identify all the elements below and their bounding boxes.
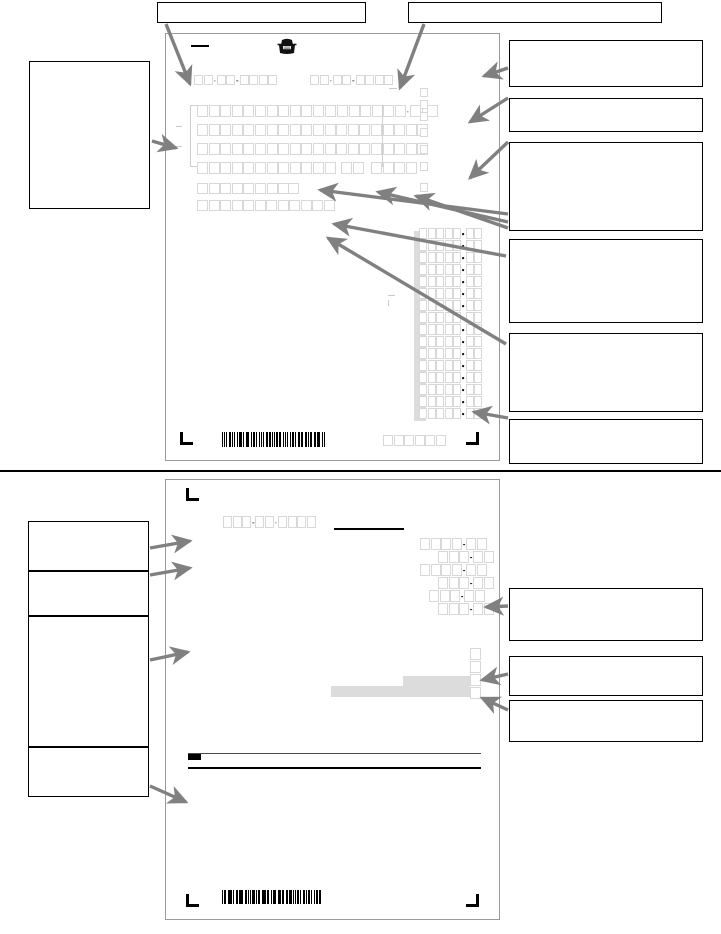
signature-line-lower — [188, 767, 481, 769]
registration-mark-bottom-left-p2 — [186, 894, 199, 907]
registration-mark-bottom-left-p1 — [180, 432, 193, 445]
checkbox-column-1[interactable] — [420, 88, 429, 97]
page-2-sheet — [165, 479, 500, 920]
field-group-bracket — [190, 105, 198, 167]
total-bar-lower — [331, 686, 470, 697]
callout-top-left[interactable] — [157, 2, 366, 23]
registration-mark-bottom-right-p2 — [466, 894, 479, 907]
callout-right-p1-1[interactable] — [509, 40, 703, 87]
amount-row[interactable] — [419, 288, 483, 299]
amount-grid-row[interactable] — [420, 564, 487, 576]
callout-right-p1-4[interactable] — [509, 239, 703, 323]
total-bar-upper — [403, 676, 470, 686]
field-row-date-b[interactable] — [310, 75, 394, 85]
amount-row[interactable] — [419, 324, 483, 335]
callout-right-p1-3[interactable] — [509, 142, 703, 231]
field-row-date-a[interactable] — [194, 75, 278, 85]
page-divider — [0, 470, 721, 472]
callout-right-p1-6[interactable] — [509, 419, 703, 464]
callout-right-p1-2[interactable] — [509, 98, 703, 132]
checkbox-column-6[interactable] — [420, 162, 429, 171]
amount-row[interactable] — [419, 384, 483, 395]
amount-row[interactable] — [419, 228, 483, 239]
amount-column[interactable] — [419, 228, 483, 419]
registration-mark-bottom-right-p1 — [466, 432, 479, 445]
left-tick-2 — [176, 146, 182, 147]
field-row-address-1[interactable] — [197, 124, 429, 136]
callout-right-p1-5[interactable] — [509, 333, 703, 412]
checkbox-column-3[interactable] — [420, 112, 429, 121]
body-tick-1 — [388, 295, 395, 296]
signature-mark — [188, 753, 201, 760]
signature-line-upper — [188, 753, 481, 754]
amount-row[interactable] — [419, 252, 483, 263]
amount-row[interactable] — [419, 312, 483, 323]
field-row-extra-1-flag[interactable] — [288, 183, 300, 194]
page-1-header-rule — [191, 45, 209, 47]
amount-row[interactable] — [419, 264, 483, 275]
callout-right-p2-1[interactable] — [509, 588, 703, 641]
checkbox-column-5[interactable] — [420, 145, 429, 154]
field-row-name-3[interactable] — [427, 105, 439, 117]
page-1-barcode — [222, 432, 326, 447]
amount-row[interactable] — [419, 336, 483, 347]
field-row-extra-2[interactable] — [197, 200, 267, 211]
amount-row[interactable] — [419, 276, 483, 287]
callout-top-right[interactable] — [408, 2, 662, 23]
page-1-footer-box[interactable] — [383, 435, 447, 446]
amount-row[interactable] — [419, 360, 483, 371]
amount-row[interactable] — [419, 408, 483, 419]
page-2-barcode — [222, 890, 322, 904]
amount-grid-row[interactable] — [429, 590, 486, 602]
checkbox-column-4[interactable] — [420, 128, 429, 137]
page-2-header-rule — [334, 528, 404, 530]
amount-grid-row[interactable] — [438, 551, 495, 563]
totals-stack[interactable] — [470, 687, 482, 699]
left-tick-1 — [176, 126, 182, 127]
amount-grid-row[interactable] — [420, 538, 487, 550]
field-row-extra-3[interactable] — [266, 200, 336, 211]
agency-emblem-icon — [275, 37, 299, 55]
callout-left-p2-3[interactable] — [28, 616, 149, 747]
field-row-city[interactable] — [197, 162, 336, 174]
header-tick — [389, 88, 397, 89]
field-row-zip[interactable] — [371, 162, 417, 174]
callout-right-p2-2[interactable] — [509, 656, 703, 696]
field-row-extra-1[interactable] — [197, 183, 290, 194]
callout-right-p2-3[interactable] — [509, 700, 703, 742]
callout-left-p2-4[interactable] — [28, 747, 149, 797]
amount-grid-row[interactable] — [438, 577, 495, 589]
callout-left-p2-1[interactable] — [28, 521, 149, 571]
page-2-id-field[interactable] — [223, 516, 317, 528]
amount-row[interactable] — [419, 372, 483, 383]
callout-left-p2-2[interactable] — [28, 571, 149, 616]
callout-left-p1[interactable] — [29, 61, 150, 209]
registration-mark-top-left-p2 — [186, 488, 199, 501]
amount-row[interactable] — [419, 348, 483, 359]
amount-row[interactable] — [419, 396, 483, 407]
checkbox-column-2[interactable] — [420, 100, 429, 109]
form-guide-line — [382, 105, 383, 167]
field-row-state[interactable] — [341, 162, 364, 174]
totals-stack[interactable] — [470, 648, 482, 660]
body-tick-2 — [388, 300, 389, 306]
checkbox-column-7[interactable] — [420, 183, 429, 192]
field-row-name-1[interactable] — [197, 105, 336, 117]
